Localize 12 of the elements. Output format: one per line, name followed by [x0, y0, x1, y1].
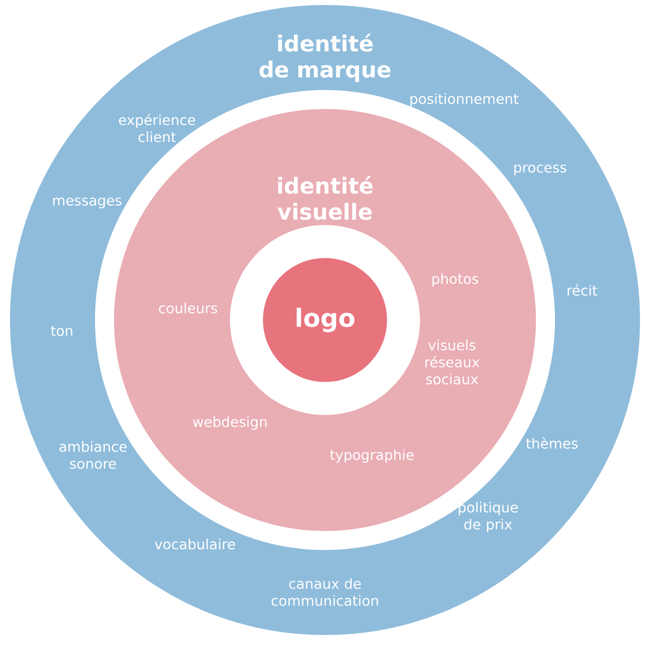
ring-label: positionnement	[410, 93, 518, 107]
ring-label: visuels réseaux sociaux	[425, 340, 480, 384]
ring-label: canaux de communication	[272, 578, 378, 606]
ring-label: vocabulaire	[154, 538, 235, 550]
ring-label: typographie	[330, 449, 414, 463]
ring-label: expérience client	[118, 114, 196, 142]
ring-label: ton	[50, 326, 72, 336]
ring-label: webdesign	[192, 416, 267, 430]
ring-label: récit	[568, 284, 598, 296]
ring-label: photos	[432, 273, 478, 287]
ring-label: politique de prix	[458, 502, 518, 532]
ring-label: couleurs	[159, 302, 218, 314]
